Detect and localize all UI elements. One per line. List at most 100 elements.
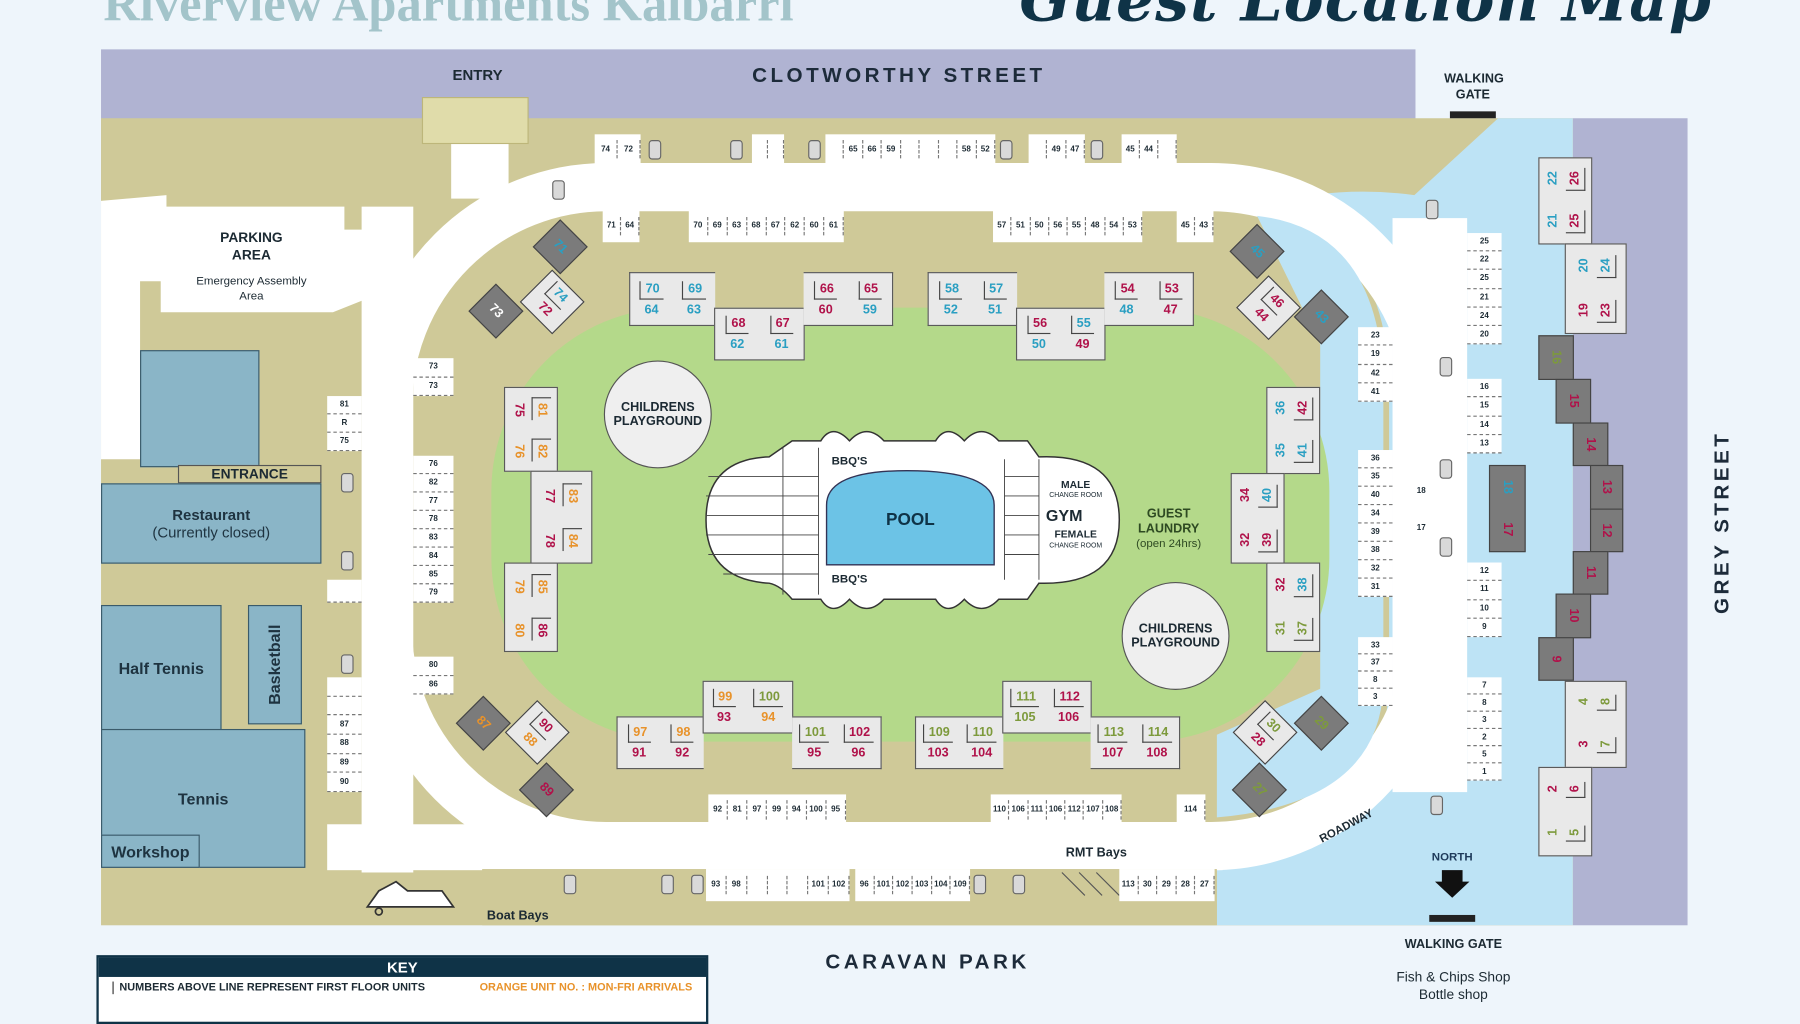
ground-floor-unit-number: 20	[1576, 258, 1591, 273]
first-floor-unit-number: 7	[1596, 737, 1616, 754]
ground-floor-unit-number: 50	[1031, 337, 1046, 352]
parking-bay: 93	[706, 875, 727, 895]
first-floor-unit-number: 25	[1565, 210, 1586, 234]
first-floor-unit-number: 53	[1159, 280, 1183, 300]
parking-bay: 35	[1358, 468, 1393, 487]
first-floor-unit-number: 69	[682, 280, 706, 300]
ground-floor-unit-number: 108	[1146, 746, 1168, 760]
first-floor-unit-number: 100	[753, 688, 784, 708]
first-floor-unit-number: 8	[1596, 695, 1616, 712]
parking-bay: 32	[1358, 560, 1393, 579]
entry-label: ENTRY	[452, 66, 503, 84]
parking-bay	[768, 140, 785, 159]
parking-bay: 109	[951, 875, 971, 895]
unit-number: 14	[1583, 437, 1598, 452]
parking-bay: 74	[595, 140, 618, 159]
bbq-label: BBQ'S	[831, 455, 868, 468]
parking-bay: 101	[874, 875, 894, 895]
bay-18-label: 18	[1416, 487, 1426, 496]
resort-map: Riverview Apartments Kalbarri Guest Loca…	[96, 0, 1733, 1024]
first-floor-unit-number: 85	[531, 573, 552, 598]
parking-bay	[1158, 140, 1177, 159]
ground-floor-unit-number: 76	[512, 444, 526, 459]
ground-floor-unit-number: 1	[1546, 828, 1561, 836]
parking-bay: 102	[894, 875, 913, 895]
parking-bay: 69	[708, 216, 728, 236]
first-floor-unit-number: 58	[939, 280, 963, 300]
ground-floor-unit-number: 95	[807, 746, 822, 760]
unit-number: 10	[1566, 608, 1581, 623]
bin-icon	[1439, 459, 1453, 479]
parking-bay: 27	[1195, 875, 1215, 895]
unit-number: 9	[1549, 655, 1564, 663]
parking-bay: 5	[1467, 746, 1502, 764]
unit-number: 11	[1583, 566, 1598, 580]
restaurant-status: (Currently closed)	[152, 523, 271, 541]
parking-bay: 65	[844, 140, 864, 159]
parking-bay	[768, 875, 789, 895]
unit-number: 18	[1500, 480, 1515, 495]
first-floor-unit-number: 113	[1097, 724, 1128, 743]
bin-icon	[648, 140, 662, 160]
parking-bay: 14	[1467, 416, 1502, 435]
ground-floor-unit-number: 106	[1058, 710, 1080, 725]
parking-bay: 13	[1467, 435, 1502, 454]
bin-icon	[340, 551, 354, 571]
parking-strip: 114	[1176, 794, 1206, 826]
parking-bay: 38	[1358, 542, 1393, 561]
restaurant-building: Restaurant (Currently closed)	[101, 483, 322, 564]
parking-bay: 12	[1467, 563, 1502, 582]
half-tennis-court: Half Tennis	[101, 604, 222, 731]
parking-bay: 88	[327, 735, 362, 754]
ground-floor-unit-number: 52	[943, 302, 958, 317]
parking-bay: 113	[1119, 875, 1139, 895]
parking-bay: 96	[855, 875, 875, 895]
parking-bay: 99	[767, 800, 788, 820]
parking-bay	[901, 140, 920, 159]
shop-bottle-shop: Bottle shop	[1418, 986, 1488, 1003]
first-floor-unit-number: 70	[639, 280, 664, 300]
north-arrow-icon	[1435, 870, 1470, 898]
parking-bay: 22	[1467, 252, 1502, 271]
ground-floor-unit-number: 21	[1546, 213, 1561, 229]
first-floor-unit-number: 86	[531, 617, 552, 641]
unit-number: 27	[1249, 779, 1270, 800]
east-road	[1392, 218, 1468, 793]
parking-bay	[825, 140, 845, 159]
parking-bay	[327, 677, 362, 697]
ground-floor-unit-number: 59	[862, 302, 877, 317]
unit-number: 73	[486, 301, 506, 321]
parking-bay: 106	[1047, 800, 1066, 820]
parking-strip	[751, 134, 785, 165]
unit-dark: 13	[1589, 464, 1624, 510]
parking-bay: 104	[932, 875, 951, 895]
unit-number: 13	[1599, 480, 1614, 495]
parking-bay: 107	[1084, 800, 1103, 820]
bin-icon	[1430, 795, 1444, 816]
bin-icon	[973, 874, 987, 895]
basketball-court: Basketball	[247, 604, 302, 725]
parking-bay: 47	[1066, 140, 1085, 159]
ground-floor-unit-number: 35	[1274, 443, 1289, 458]
bin-icon	[340, 654, 354, 674]
ground-floor-unit-number: 62	[730, 337, 745, 352]
parking-bay: 3	[1358, 689, 1393, 707]
bin-icon	[563, 874, 577, 895]
ground-floor-unit-number: 36	[1274, 401, 1289, 416]
